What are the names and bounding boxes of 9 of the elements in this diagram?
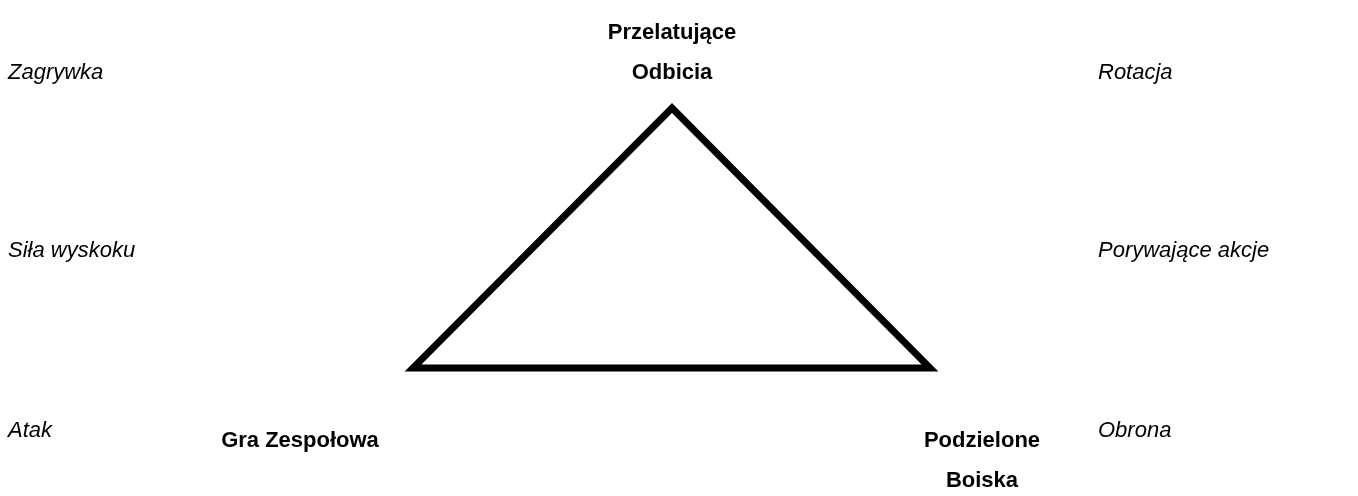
side-label: Rotacja: [1098, 59, 1173, 85]
side-label: Obrona: [1098, 417, 1172, 443]
side-label: Zagrywka: [8, 59, 104, 85]
vertex-label: Podzielone Boiska: [922, 426, 1042, 494]
side-label: Atak: [8, 417, 53, 443]
side-label: Porywające akcje: [1098, 237, 1270, 263]
side-label: Siła wyskoku: [8, 237, 136, 263]
vertex-label: Gra Zespołowa: [220, 426, 380, 454]
vertex-label: Przelatujące Odbicia: [606, 18, 738, 86]
